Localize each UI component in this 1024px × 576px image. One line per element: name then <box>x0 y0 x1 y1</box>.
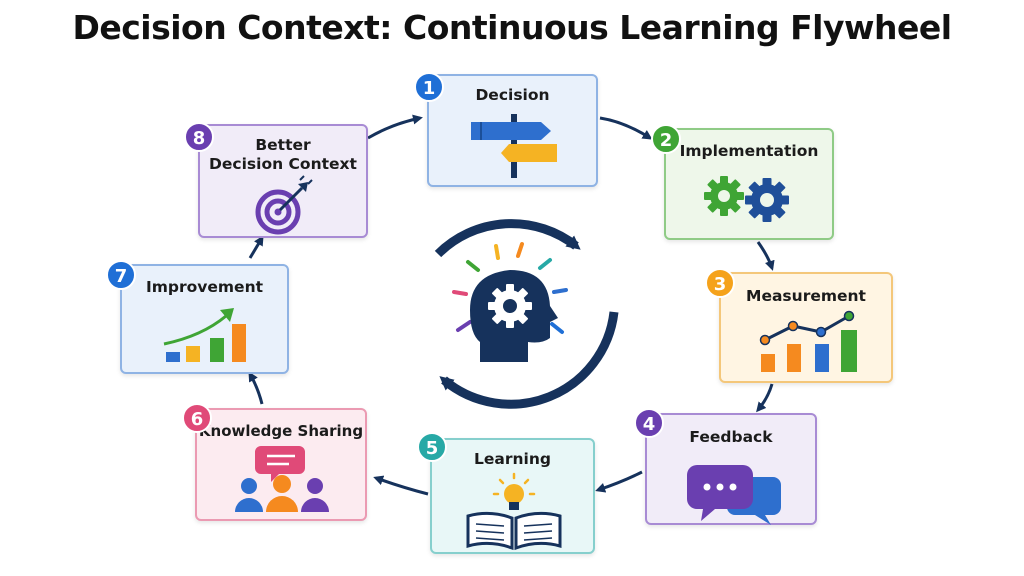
step-label: Measurement <box>746 287 866 305</box>
step-label: Learning <box>474 450 551 468</box>
arrow-5-to-6 <box>373 475 429 496</box>
book-lightbulb-icon <box>466 472 562 551</box>
bar-chart-icon <box>759 310 857 372</box>
arrow-2-to-3 <box>756 241 775 271</box>
step-card-better-decision-context: Better Decision Context <box>198 124 368 238</box>
step-card-decision: Decision <box>427 74 598 187</box>
step-label: Decision <box>475 86 550 104</box>
step-number-badge: 1 <box>414 72 444 102</box>
arrow-4-to-5 <box>595 470 643 493</box>
arrow-6-to-7 <box>248 371 264 405</box>
step-label: Better Decision Context <box>209 136 357 173</box>
step-label: Feedback <box>689 428 773 446</box>
page-title: Decision Context: Continuous Learning Fl… <box>72 8 952 47</box>
step-number-badge: 6 <box>182 403 212 433</box>
target-icon <box>255 175 313 235</box>
step-card-learning: Learning <box>430 438 595 554</box>
step-number-badge: 8 <box>184 122 214 152</box>
arrow-7-to-8 <box>248 235 264 259</box>
signpost-icon <box>471 114 557 178</box>
step-number-badge: 5 <box>417 432 447 462</box>
step-number-badge: 2 <box>651 124 681 154</box>
arrow-1-to-2 <box>599 116 653 140</box>
step-card-implementation: Implementation <box>664 128 834 240</box>
step-card-improvement: Improvement <box>120 264 289 374</box>
step-number-badge: 4 <box>634 408 664 438</box>
step-label: Knowledge Sharing <box>198 422 364 440</box>
growth-chart-icon <box>163 308 246 362</box>
step-number-badge: 7 <box>106 260 136 290</box>
speech-bubbles-icon <box>687 465 781 525</box>
head-gear-cycle-icon <box>434 219 619 409</box>
step-label: Implementation <box>679 142 819 160</box>
step-card-knowledge-sharing: Knowledge Sharing <box>195 408 367 521</box>
step-number-badge: 3 <box>705 268 735 298</box>
gears-icon <box>704 176 789 222</box>
arrow-8-to-1 <box>367 114 423 140</box>
team-chat-icon <box>235 446 329 512</box>
arrow-3-to-4 <box>756 383 774 413</box>
step-label: Improvement <box>145 278 264 296</box>
step-card-measurement: Measurement <box>719 272 893 383</box>
step-card-feedback: Feedback <box>645 413 817 525</box>
